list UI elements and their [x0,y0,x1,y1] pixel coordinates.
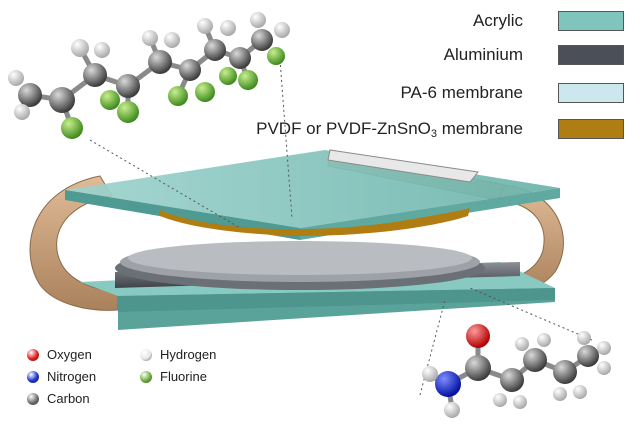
atom-label-nitrogen: Nitrogen [47,369,96,384]
legend-swatch-pvdf [558,119,624,139]
legend-swatch-aluminium [558,45,624,65]
pvdf-molecule [8,12,290,139]
legend-label-acrylic: Acrylic [473,11,523,31]
legend-swatch-pa6 [558,83,624,103]
atom-label-fluorine: Fluorine [160,369,207,384]
legend-swatch-acrylic [558,11,624,31]
legend-label-aluminium: Aluminium [444,45,523,65]
oxygen-dot [27,349,39,361]
atom-label-hydrogen: Hydrogen [160,347,216,362]
carbon-dot [27,393,39,405]
top-acrylic-plate [65,150,560,240]
hydrogen-dot [140,349,152,361]
nitrogen-dot [27,371,39,383]
legend-label-pvdf: PVDF or PVDF-ZnSnO3 membrane [256,119,523,140]
atom-label-carbon: Carbon [47,391,90,406]
pa6-molecule [422,324,611,418]
legend-label-pa6: PA-6 membrane [400,83,523,103]
fluorine-dot [140,371,152,383]
atom-label-oxygen: Oxygen [47,347,92,362]
